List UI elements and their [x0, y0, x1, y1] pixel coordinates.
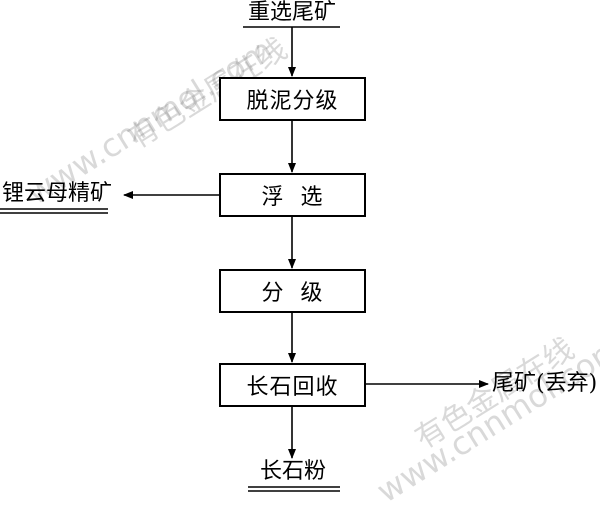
step-desliming-box: 脱泥分级: [219, 77, 366, 121]
tailings-label: 尾矿(丢弃): [492, 371, 598, 396]
step-feldspar-recovery-box: 长石回收: [219, 363, 366, 407]
step-classification-box: 分 级: [219, 269, 366, 313]
step-flotation-box: 浮 选: [219, 173, 366, 217]
step-flotation-label: 浮 选: [261, 185, 324, 210]
step-desliming-label: 脱泥分级: [246, 89, 339, 114]
side-product-label: 锂云母精矿: [2, 181, 113, 206]
final-product-label: 长石粉: [260, 459, 327, 484]
step-feldspar-recovery-label: 长石回收: [246, 375, 339, 400]
step-classification-label: 分 级: [261, 281, 324, 306]
input-label: 重选尾矿: [248, 0, 337, 25]
